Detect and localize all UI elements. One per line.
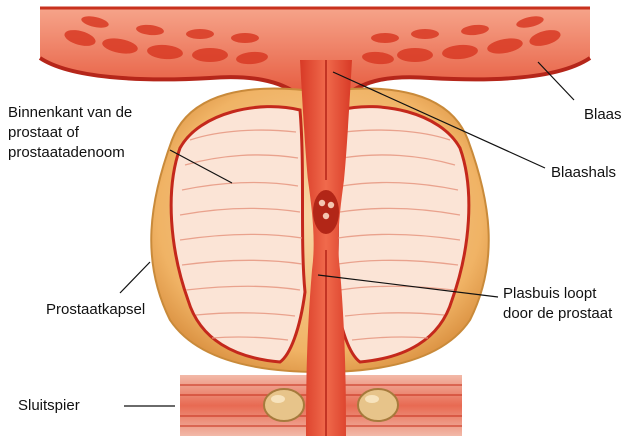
label-bladder-neck: Blaashals — [551, 163, 616, 183]
label-sphincter: Sluitspier — [18, 396, 80, 416]
label-prostate-capsule: Prostaatkapsel — [46, 300, 145, 320]
label-urethra: Plasbuis loopt door de prostaat — [503, 284, 612, 324]
label-inner-prostate: Binnenkant van de prostaat of prostaatad… — [8, 103, 132, 163]
label-bladder: Blaas — [584, 105, 622, 125]
